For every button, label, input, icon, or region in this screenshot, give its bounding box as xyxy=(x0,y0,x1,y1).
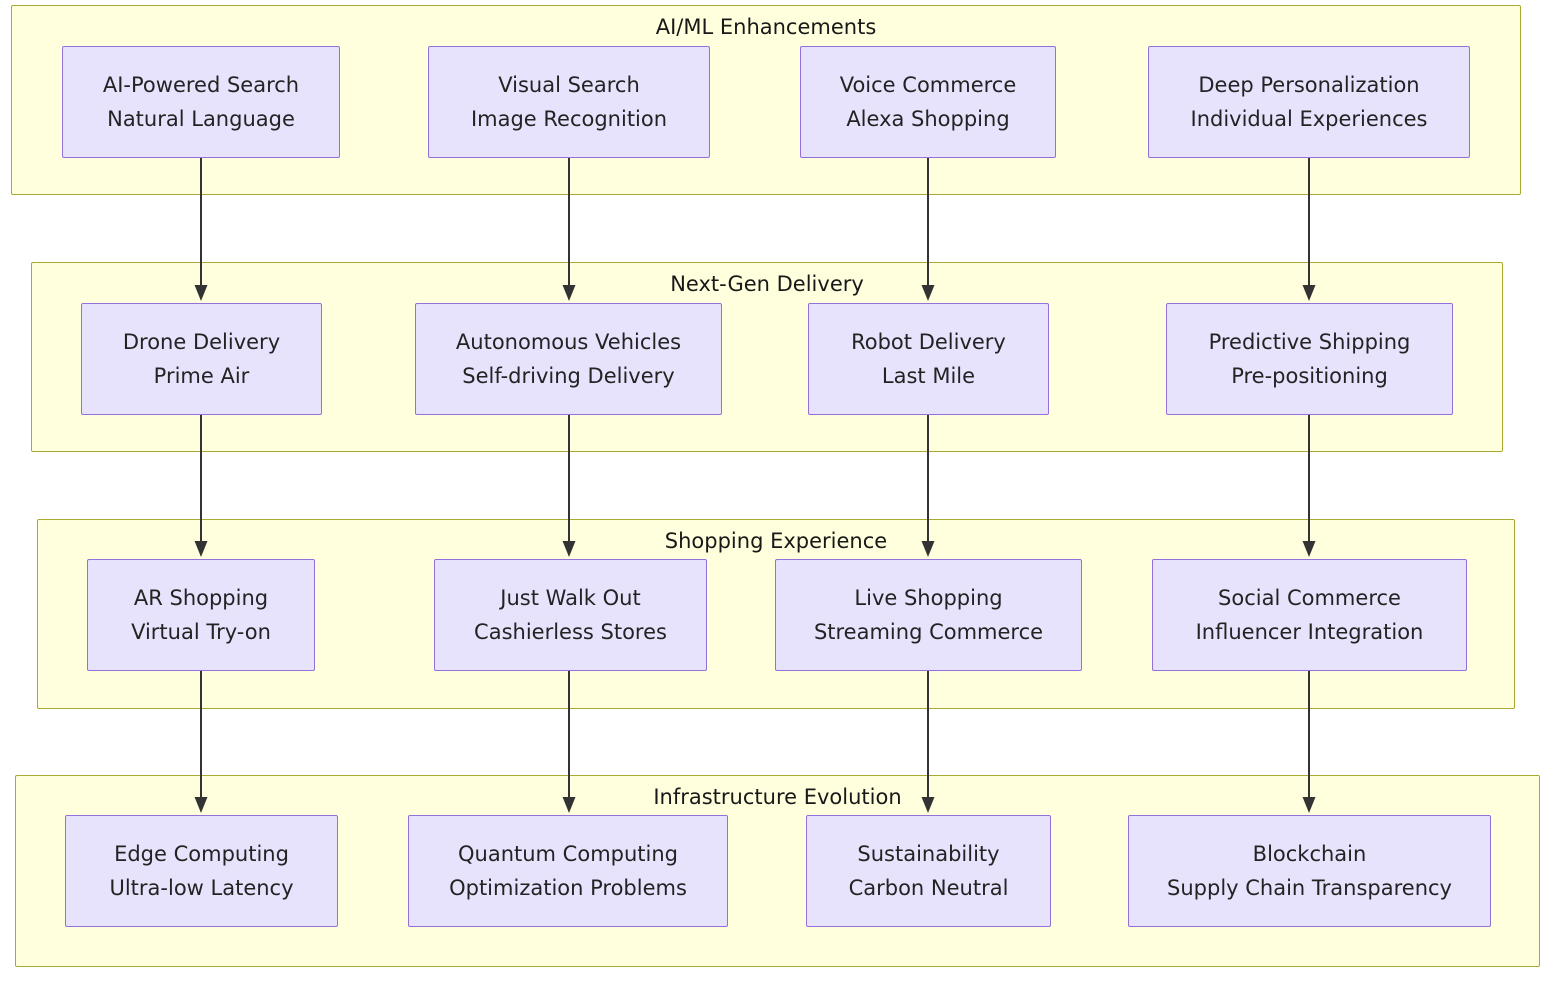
node-label-secondary: Prime Air xyxy=(153,364,250,388)
node-label-secondary: Individual Experiences xyxy=(1190,107,1428,131)
node-label-secondary: Streaming Commerce xyxy=(813,620,1044,644)
cluster-title-next-gen-delivery: Next-Gen Delivery xyxy=(670,272,864,296)
node-label-primary: Autonomous Vehicles xyxy=(455,329,682,354)
node-label-primary: Edge Computing xyxy=(114,841,289,866)
cluster-title-infrastructure-evolution: Infrastructure Evolution xyxy=(653,785,902,809)
node-label-primary: Voice Commerce xyxy=(839,72,1017,97)
cluster-title-ai-ml-enhancements: AI/ML Enhancements xyxy=(655,15,877,39)
node-label-secondary: Influencer Integration xyxy=(1195,620,1424,644)
node-label-primary: Quantum Computing xyxy=(457,841,678,866)
node-label-primary: Social Commerce xyxy=(1218,585,1401,610)
node-label-primary: AI-Powered Search xyxy=(102,72,300,97)
node-label-secondary: Last Mile xyxy=(881,364,976,388)
node-label-secondary: Carbon Neutral xyxy=(848,876,1009,900)
node-label-secondary: Image Recognition xyxy=(470,107,668,131)
node-label-primary: Sustainability xyxy=(857,841,1000,866)
node-label-secondary: Pre-positioning xyxy=(1231,364,1388,388)
node-label-secondary: Supply Chain Transparency xyxy=(1167,876,1452,900)
node-label-secondary: Self-driving Delivery xyxy=(462,364,675,388)
node-label-secondary: Cashierless Stores xyxy=(474,620,667,644)
node-label-primary: Blockchain xyxy=(1252,841,1367,866)
node-label-primary: Deep Personalization xyxy=(1198,72,1420,97)
node-label-primary: AR Shopping xyxy=(133,585,269,610)
node-label-secondary: Natural Language xyxy=(107,107,295,131)
node-label-primary: Live Shopping xyxy=(854,585,1003,610)
node-label-secondary: Alexa Shopping xyxy=(846,107,1010,131)
node-label-primary: Drone Delivery xyxy=(122,329,281,354)
node-label-secondary: Optimization Problems xyxy=(449,876,687,900)
node-label-primary: Robot Delivery xyxy=(851,329,1006,354)
node-label-secondary: Virtual Try-on xyxy=(131,620,271,644)
node-label-primary: Visual Search xyxy=(498,72,640,97)
node-label-primary: Predictive Shipping xyxy=(1208,329,1411,354)
node-label-secondary: Ultra-low Latency xyxy=(109,876,294,900)
cluster-title-shopping-experience: Shopping Experience xyxy=(664,529,888,553)
node-label-primary: Just Walk Out xyxy=(500,585,641,610)
